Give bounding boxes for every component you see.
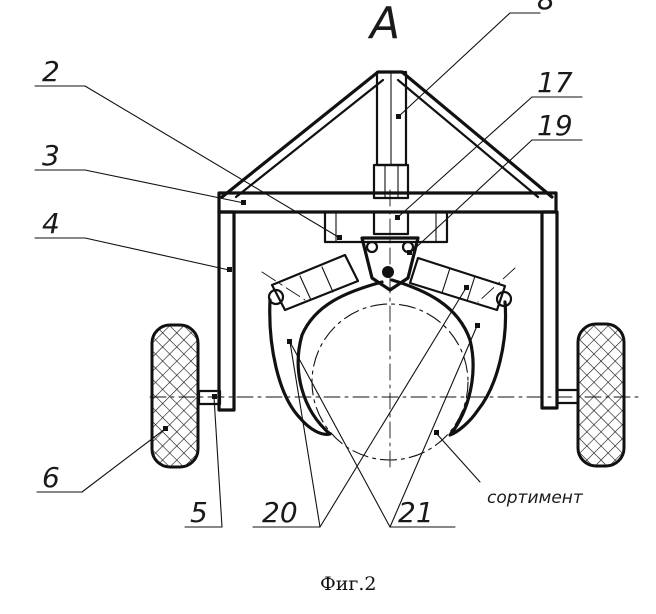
mast bbox=[372, 70, 410, 200]
rotator-hinge bbox=[360, 236, 420, 292]
main-frame bbox=[217, 191, 559, 412]
reference-labels: 8 2 3 4 17 19 6 5 20 21 сортимент bbox=[42, 0, 584, 529]
label-2: 2 bbox=[42, 55, 60, 88]
label-4: 4 bbox=[42, 207, 60, 240]
label-8: 8 bbox=[537, 0, 555, 16]
label-17: 17 bbox=[537, 66, 573, 99]
label-21: 21 bbox=[398, 496, 434, 529]
right-wheel bbox=[555, 322, 626, 468]
hydraulic-cylinders bbox=[267, 253, 513, 312]
leader-dots bbox=[163, 114, 480, 435]
triangular-truss bbox=[220, 70, 554, 199]
leader-lines bbox=[34, 12, 583, 528]
label-3: 3 bbox=[42, 139, 60, 172]
label-19: 19 bbox=[537, 109, 573, 142]
label-log: сортимент bbox=[487, 488, 584, 508]
left-wheel bbox=[150, 323, 222, 469]
label-5: 5 bbox=[190, 496, 208, 529]
figure-caption: Фиг.2 bbox=[320, 573, 377, 595]
center-lines bbox=[149, 189, 641, 471]
label-20: 20 bbox=[262, 496, 298, 529]
label-6: 6 bbox=[42, 461, 60, 494]
view-label: A bbox=[367, 0, 400, 49]
